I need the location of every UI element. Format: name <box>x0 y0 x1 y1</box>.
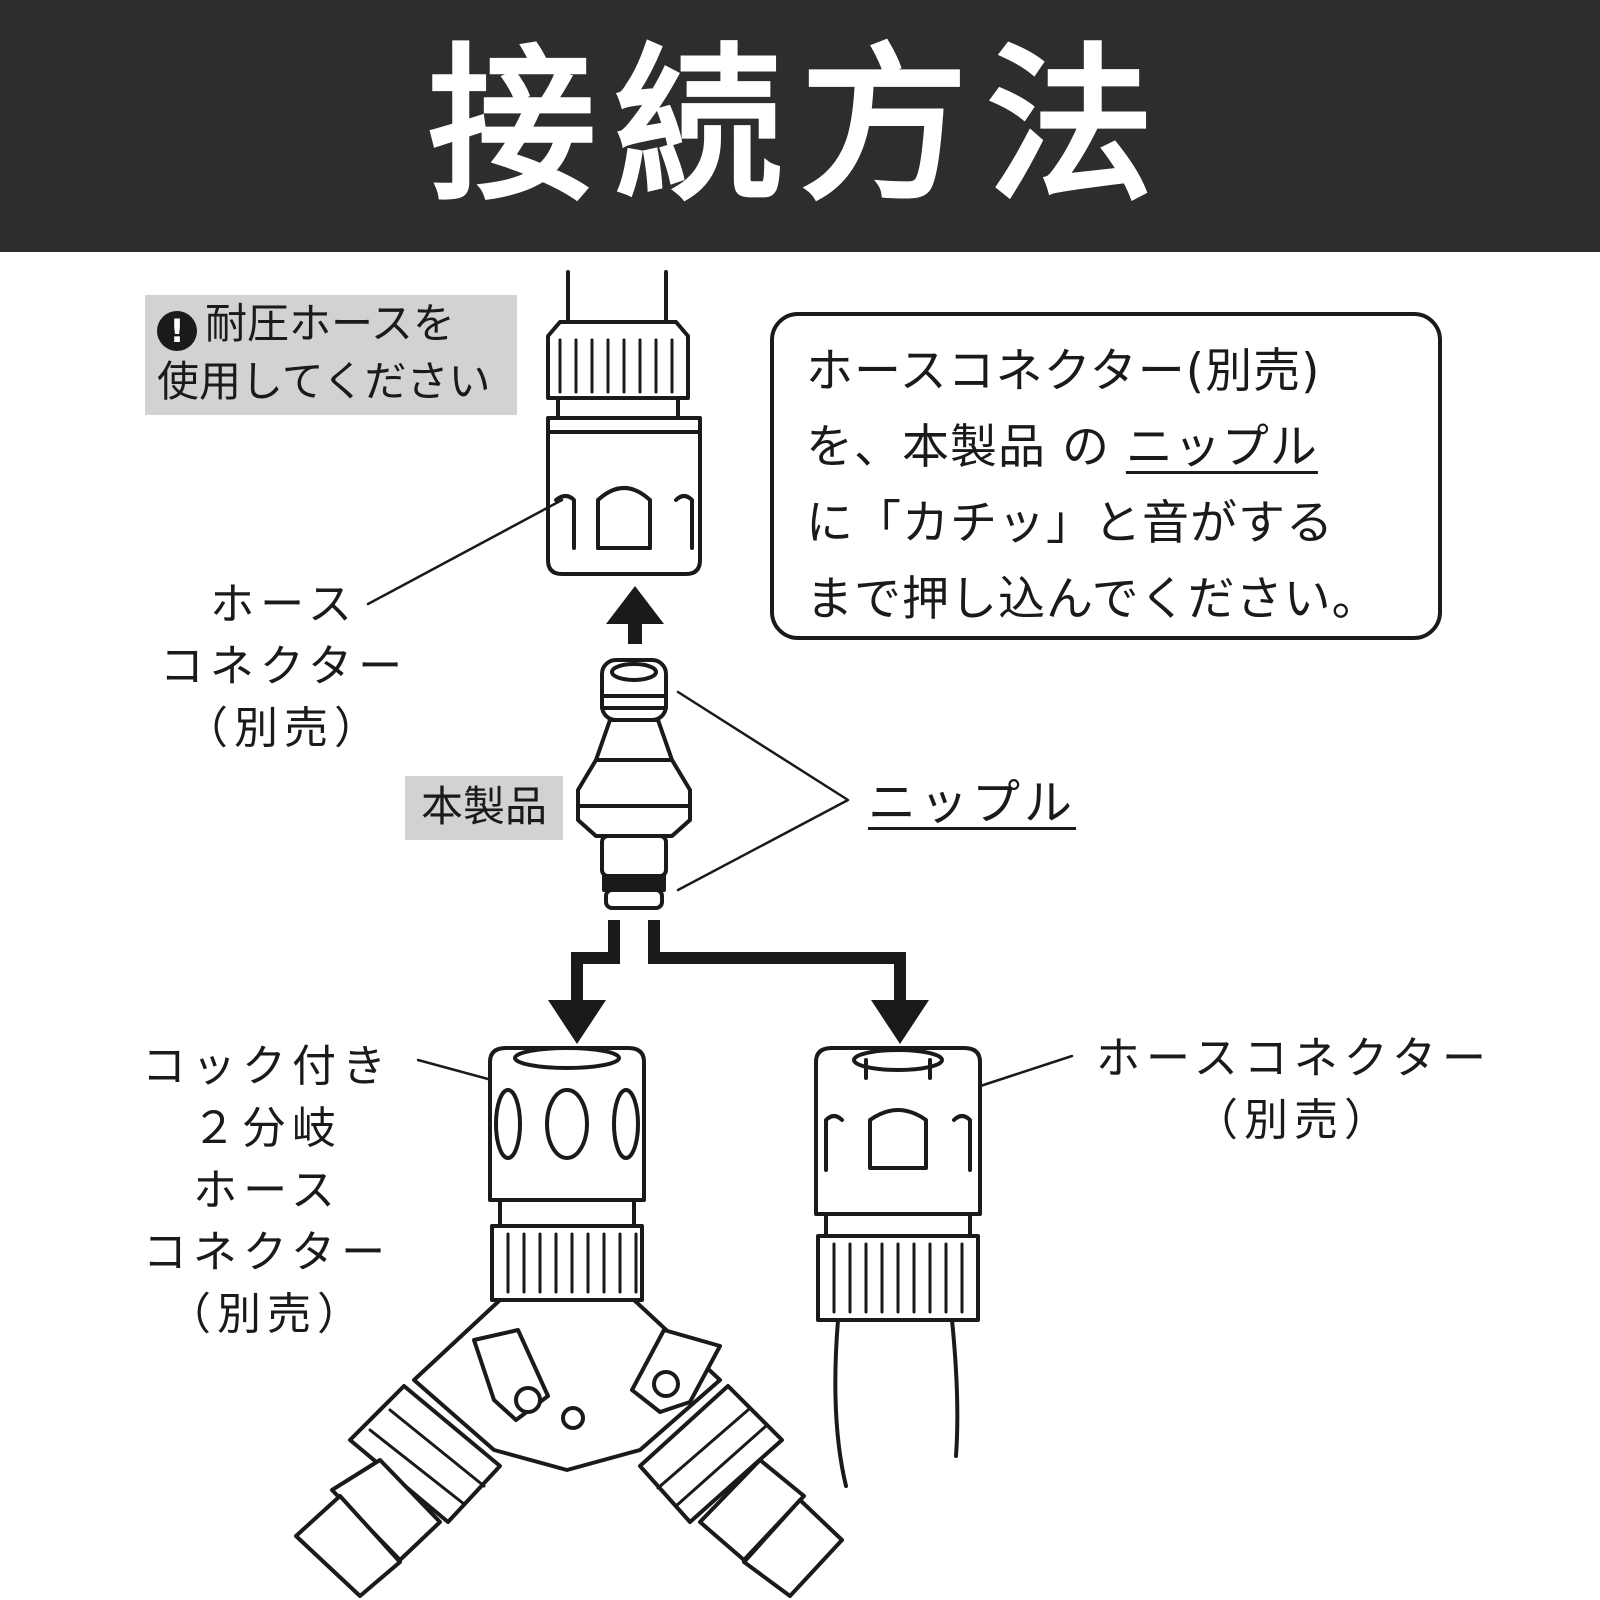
note-line-2: を、本製品 の ニップル <box>806 410 1418 486</box>
label-line: ホース <box>210 579 358 630</box>
page-title: 接続方法 <box>428 28 1172 224</box>
label-cock-two-way-connector: コック付き ２分岐 ホース コネクター （別売） <box>132 1036 402 1346</box>
label-top-hose-connector: ホース コネクター （別売） <box>150 574 418 760</box>
warning-line-1: 耐圧ホースを <box>205 299 455 348</box>
nipple-illustration <box>576 658 692 910</box>
label-line: ホース <box>193 1165 341 1216</box>
note-line-2-text: を、本製品 の <box>806 420 1126 475</box>
label-right-hose-connector: ホースコネクター （別売） <box>1074 1028 1514 1152</box>
top-hose-connector-illustration <box>546 270 702 576</box>
instruction-note: ホースコネクター(別売) を、本製品 の ニップル に「カチッ」と音がする まで… <box>770 312 1442 640</box>
label-line: コック付き <box>142 1041 392 1092</box>
label-line: コネクター <box>159 641 409 692</box>
arrow-heads <box>548 1000 929 1044</box>
label-nipple: ニップル <box>868 775 1077 831</box>
label-line: コネクター <box>142 1227 392 1278</box>
warning-box: !耐圧ホースを 使用してください <box>145 295 517 415</box>
label-line: （別売） <box>1194 1095 1394 1146</box>
arrow-split <box>571 920 906 1002</box>
connection-diagram <box>294 270 1074 1598</box>
note-line-1: ホースコネクター(別売) <box>806 344 1321 399</box>
label-line: ホースコネクター <box>1095 1033 1493 1084</box>
leader-top-connector <box>366 498 564 606</box>
warning-line-2: 使用してください <box>157 357 491 406</box>
label-product: 本製品 <box>405 776 563 840</box>
title-bar: 接続方法 <box>0 0 1600 252</box>
note-nipple-term: ニップル <box>1125 420 1318 475</box>
note-line-4: まで押し込んでください。 <box>806 572 1380 627</box>
cock-two-way-connector-illustration <box>294 1046 844 1598</box>
exclamation-icon: ! <box>157 311 197 351</box>
leader-nipple <box>676 690 850 892</box>
label-line: （別売） <box>167 1289 367 1340</box>
label-line: ２分岐 <box>192 1103 342 1154</box>
arrow-up <box>606 586 664 644</box>
right-hose-connector-illustration <box>814 1046 982 1488</box>
note-line-3: に「カチッ」と音がする <box>806 496 1334 551</box>
label-line: （別売） <box>184 703 384 754</box>
